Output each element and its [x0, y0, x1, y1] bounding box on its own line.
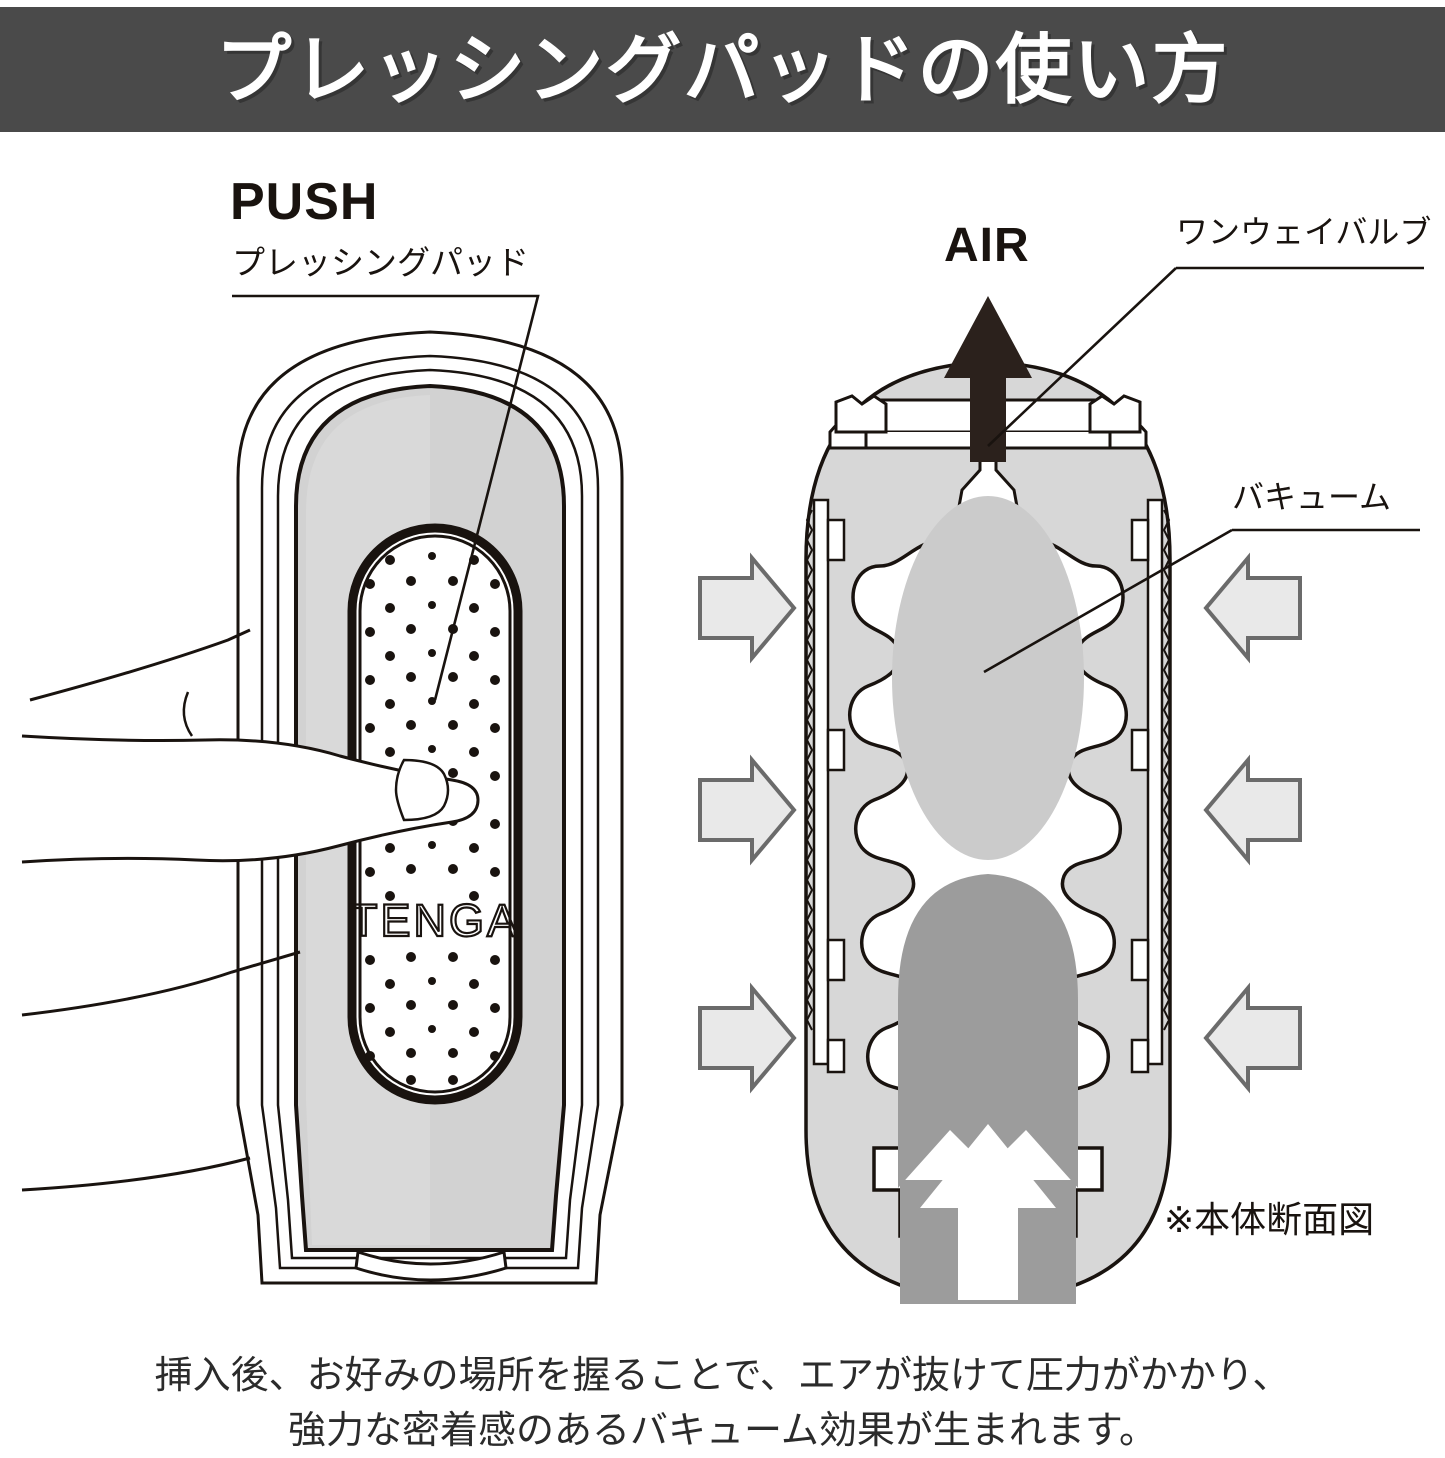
arrow-right-icon — [698, 754, 797, 866]
arrow-up-white-icon — [920, 1124, 1056, 1300]
pressing-pad-label: プレッシングパッド — [232, 243, 529, 282]
arrow-left-icon — [1203, 552, 1302, 664]
arrow-right-icon — [698, 982, 797, 1094]
air-label: AIR — [944, 219, 1030, 272]
insert-shape — [898, 874, 1078, 1188]
leader-line-pressing-pad — [232, 294, 540, 701]
hand-icon — [21, 950, 301, 1017]
hand-crease — [182, 691, 194, 737]
hand-finger-lower — [21, 1156, 251, 1192]
squeeze-arrows-left — [698, 552, 797, 1094]
squeeze-arrows-right — [1203, 552, 1302, 1094]
leader-line-one-way-valve — [987, 266, 1424, 447]
device-base-lip — [354, 1249, 508, 1282]
push-heading: PUSH — [230, 173, 379, 231]
arrow-up-icon — [944, 296, 1032, 462]
hand-thumb — [21, 734, 480, 864]
device-logo-text: TENGA — [350, 895, 520, 946]
vacuum-label: バキューム — [1232, 478, 1392, 516]
caption-line-2: 強力な密着感のあるバキューム効果が生まれます。 — [287, 1408, 1158, 1453]
dot-grid-icon — [365, 552, 500, 1085]
page-title: プレッシングパッドの使い方 — [215, 24, 1230, 114]
caption-block: 挿入後、お好みの場所を握ることで、エアが抜けて圧力がかかり、 強力な密着感のある… — [0, 1348, 1445, 1458]
leader-line-vacuum — [983, 528, 1420, 674]
caption-line-1: 挿入後、お好みの場所を握ることで、エアが抜けて圧力がかかり、 — [154, 1353, 1291, 1397]
cross-section-note: ※本体断面図 — [1164, 1200, 1375, 1241]
section-side-rail-left — [805, 498, 846, 1074]
arrow-right-icon — [698, 552, 797, 664]
hand-thumbnail — [394, 758, 450, 822]
section-side-rail-right — [1130, 498, 1171, 1074]
arrow-left-icon — [1203, 982, 1302, 1094]
hand-finger-upper — [29, 628, 251, 702]
section-cap-notch-left — [834, 394, 888, 434]
air-chamber-bubble — [892, 496, 1084, 860]
left-device-illustration: TENGA — [21, 294, 624, 1285]
arrow-left-icon — [1203, 754, 1302, 866]
section-cap-notch-right — [1088, 394, 1142, 434]
header-banner: プレッシングパッドの使い方 — [0, 7, 1445, 132]
right-device-cross-section — [804, 266, 1424, 1304]
one-way-valve-label: ワンウェイバルブ — [1176, 213, 1432, 251]
